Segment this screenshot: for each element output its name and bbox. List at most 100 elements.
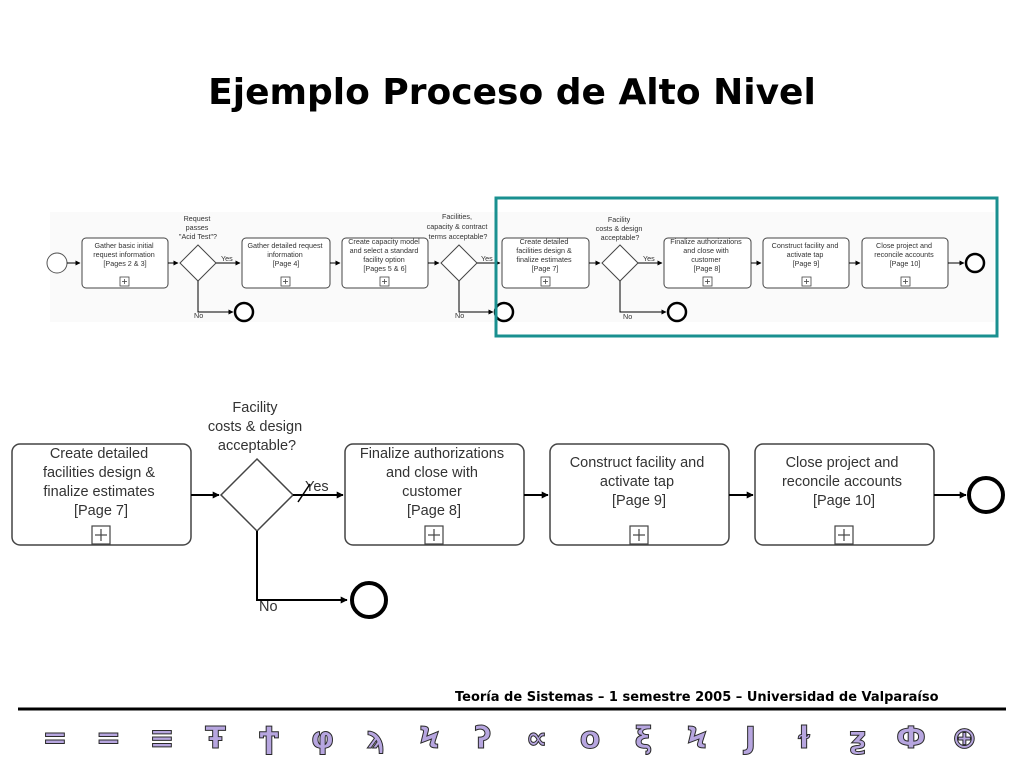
decorative-glyph-icon: Ф <box>896 721 926 756</box>
task-line: request information <box>93 250 155 259</box>
subprocess-plus-icon <box>834 525 854 545</box>
task-line: [Page 8] <box>694 264 721 273</box>
subprocess-plus-icon <box>280 276 291 287</box>
gateway-line: acceptable? <box>601 233 640 242</box>
task-line: facilities design & <box>516 246 572 255</box>
subprocess-plus-icon <box>801 276 812 287</box>
gateway-line: costs & design <box>208 419 302 435</box>
overview-task-construct-facility: Construct facility and activate tap [Pag… <box>762 237 850 289</box>
decorative-glyph-icon: Ϯ <box>259 721 279 756</box>
task-line: reconcile accounts <box>782 474 902 490</box>
overview-task-close-project: Close project and reconcile accounts [Pa… <box>861 237 949 289</box>
decorative-glyph-icon: Ϟ <box>686 721 707 756</box>
gateway-question: Request passes "Acid Test"? <box>179 214 217 241</box>
task-line: [Pages 2 & 3] <box>103 259 146 268</box>
decorative-glyph-icon: ʔ <box>474 721 491 756</box>
task-line: Finalize authorizations <box>670 237 742 246</box>
overview-task-detailed-design: Create detailed facilities design & fina… <box>501 237 590 289</box>
subprocess-plus-icon <box>379 276 390 287</box>
gateway-line: costs & design <box>596 224 643 233</box>
subprocess-plus-icon <box>119 276 130 287</box>
no-label: No <box>455 311 464 320</box>
task-line: [Page 9] <box>793 259 820 268</box>
overview-task-finalize-authorizations: Finalize authorizations and close with c… <box>663 237 752 289</box>
task-line: [Page 9] <box>612 493 666 509</box>
gateway-line: Facilities, <box>442 212 472 221</box>
detail-task-close-project: Close project and reconcile accounts [Pa… <box>754 443 935 546</box>
highlight-frame <box>494 196 999 338</box>
gateway-question: Facility costs & design acceptable? <box>208 400 306 454</box>
detail-task-finalize-authorizations: Finalize authorizations and close with c… <box>344 443 525 546</box>
task-line: [Page 4] <box>273 259 300 268</box>
detail-task-construct-facility: Construct facility and activate tap [Pag… <box>549 443 730 546</box>
overview-task-gather-detailed: Gather detailed request information [Pag… <box>241 237 331 289</box>
task-line: [Page 8] <box>407 503 461 519</box>
detail-gateway-facility-costs: Facility costs & design acceptable? Yes … <box>208 400 329 615</box>
decorative-glyph-icon: ≡ <box>149 721 174 756</box>
decorative-glyph-icon: Ј <box>743 721 756 756</box>
task-label: Gather detailed request information [Pag… <box>247 241 324 268</box>
yes-label: Yes <box>481 254 493 263</box>
end-event <box>666 301 688 323</box>
task-label: Close project and reconcile accounts [Pa… <box>874 241 936 268</box>
task-line: Create capacity model <box>348 237 420 246</box>
task-line: Close project and <box>876 241 932 250</box>
task-line: [Pages 5 & 6] <box>363 264 406 273</box>
decorative-glyph-icon: φ <box>311 721 334 756</box>
slide-title: Ejemplo Proceso de Alto Nivel <box>208 72 816 113</box>
gateway-line: passes <box>186 223 209 232</box>
task-line: Construct facility and <box>570 455 705 471</box>
decorative-glyph-icon: Ϟ <box>419 721 440 756</box>
subprocess-plus-icon <box>702 276 713 287</box>
gateway-line: capacity & contract <box>427 222 488 231</box>
subprocess-plus-icon <box>629 525 649 545</box>
task-label: Close project and reconcile accounts [Pa… <box>782 455 906 509</box>
task-line: Gather detailed request <box>247 241 322 250</box>
task-line: Gather basic initial <box>94 241 154 250</box>
gateway-question: Facility costs & design acceptable? <box>596 215 645 242</box>
task-line: [Page 7] <box>532 264 559 273</box>
decorative-glyph-icon: ξ <box>635 721 653 756</box>
task-line: and close with <box>386 465 478 481</box>
yes-label: Yes <box>305 479 329 495</box>
end-event <box>233 301 255 323</box>
task-line: information <box>267 250 303 259</box>
decorative-glyph-icon: Ŧ <box>205 721 226 756</box>
task-line: [Page 7] <box>74 503 128 519</box>
no-label: No <box>623 312 632 321</box>
task-label: Create detailed facilities design & fina… <box>516 237 574 273</box>
gateway-question: Facilities, capacity & contract terms ac… <box>427 212 490 241</box>
decorative-glyph-icon: ο <box>580 721 601 756</box>
gateway-line: Facility <box>608 215 631 224</box>
yes-label: Yes <box>643 254 655 263</box>
task-line: Create detailed <box>50 446 148 462</box>
task-line: Create detailed <box>520 237 569 246</box>
task-line: reconcile accounts <box>874 250 934 259</box>
overview-task-capacity-model: Create capacity model and select a stand… <box>341 237 429 289</box>
task-line: [Page 10] <box>890 259 921 268</box>
overview-task-gather-basic: Gather basic initial request information… <box>81 237 169 289</box>
gateway-line: "Acid Test"? <box>179 232 217 241</box>
task-line: customer <box>402 484 462 500</box>
task-line: Construct facility and <box>772 241 839 250</box>
task-line: activate tap <box>600 474 674 490</box>
subprocess-plus-icon <box>900 276 911 287</box>
task-line: Close project and <box>786 455 899 471</box>
default-flow-slash <box>297 483 311 503</box>
end-event <box>493 301 515 323</box>
task-line: and select a standard <box>350 246 419 255</box>
end-event <box>350 581 388 619</box>
subprocess-plus-icon <box>91 525 111 545</box>
task-line: activate tap <box>787 250 824 259</box>
decorative-glyph-icon: = <box>96 721 121 756</box>
task-line: Finalize authorizations <box>360 446 504 462</box>
task-label: Create detailed facilities design & fina… <box>43 446 159 519</box>
task-line: facility option <box>363 255 405 264</box>
task-line: [Page 10] <box>813 493 875 509</box>
no-label: No <box>259 599 278 615</box>
decorative-glyph-icon: ⊕ <box>952 721 977 756</box>
start-event <box>46 252 68 274</box>
no-label: No <box>194 311 203 320</box>
